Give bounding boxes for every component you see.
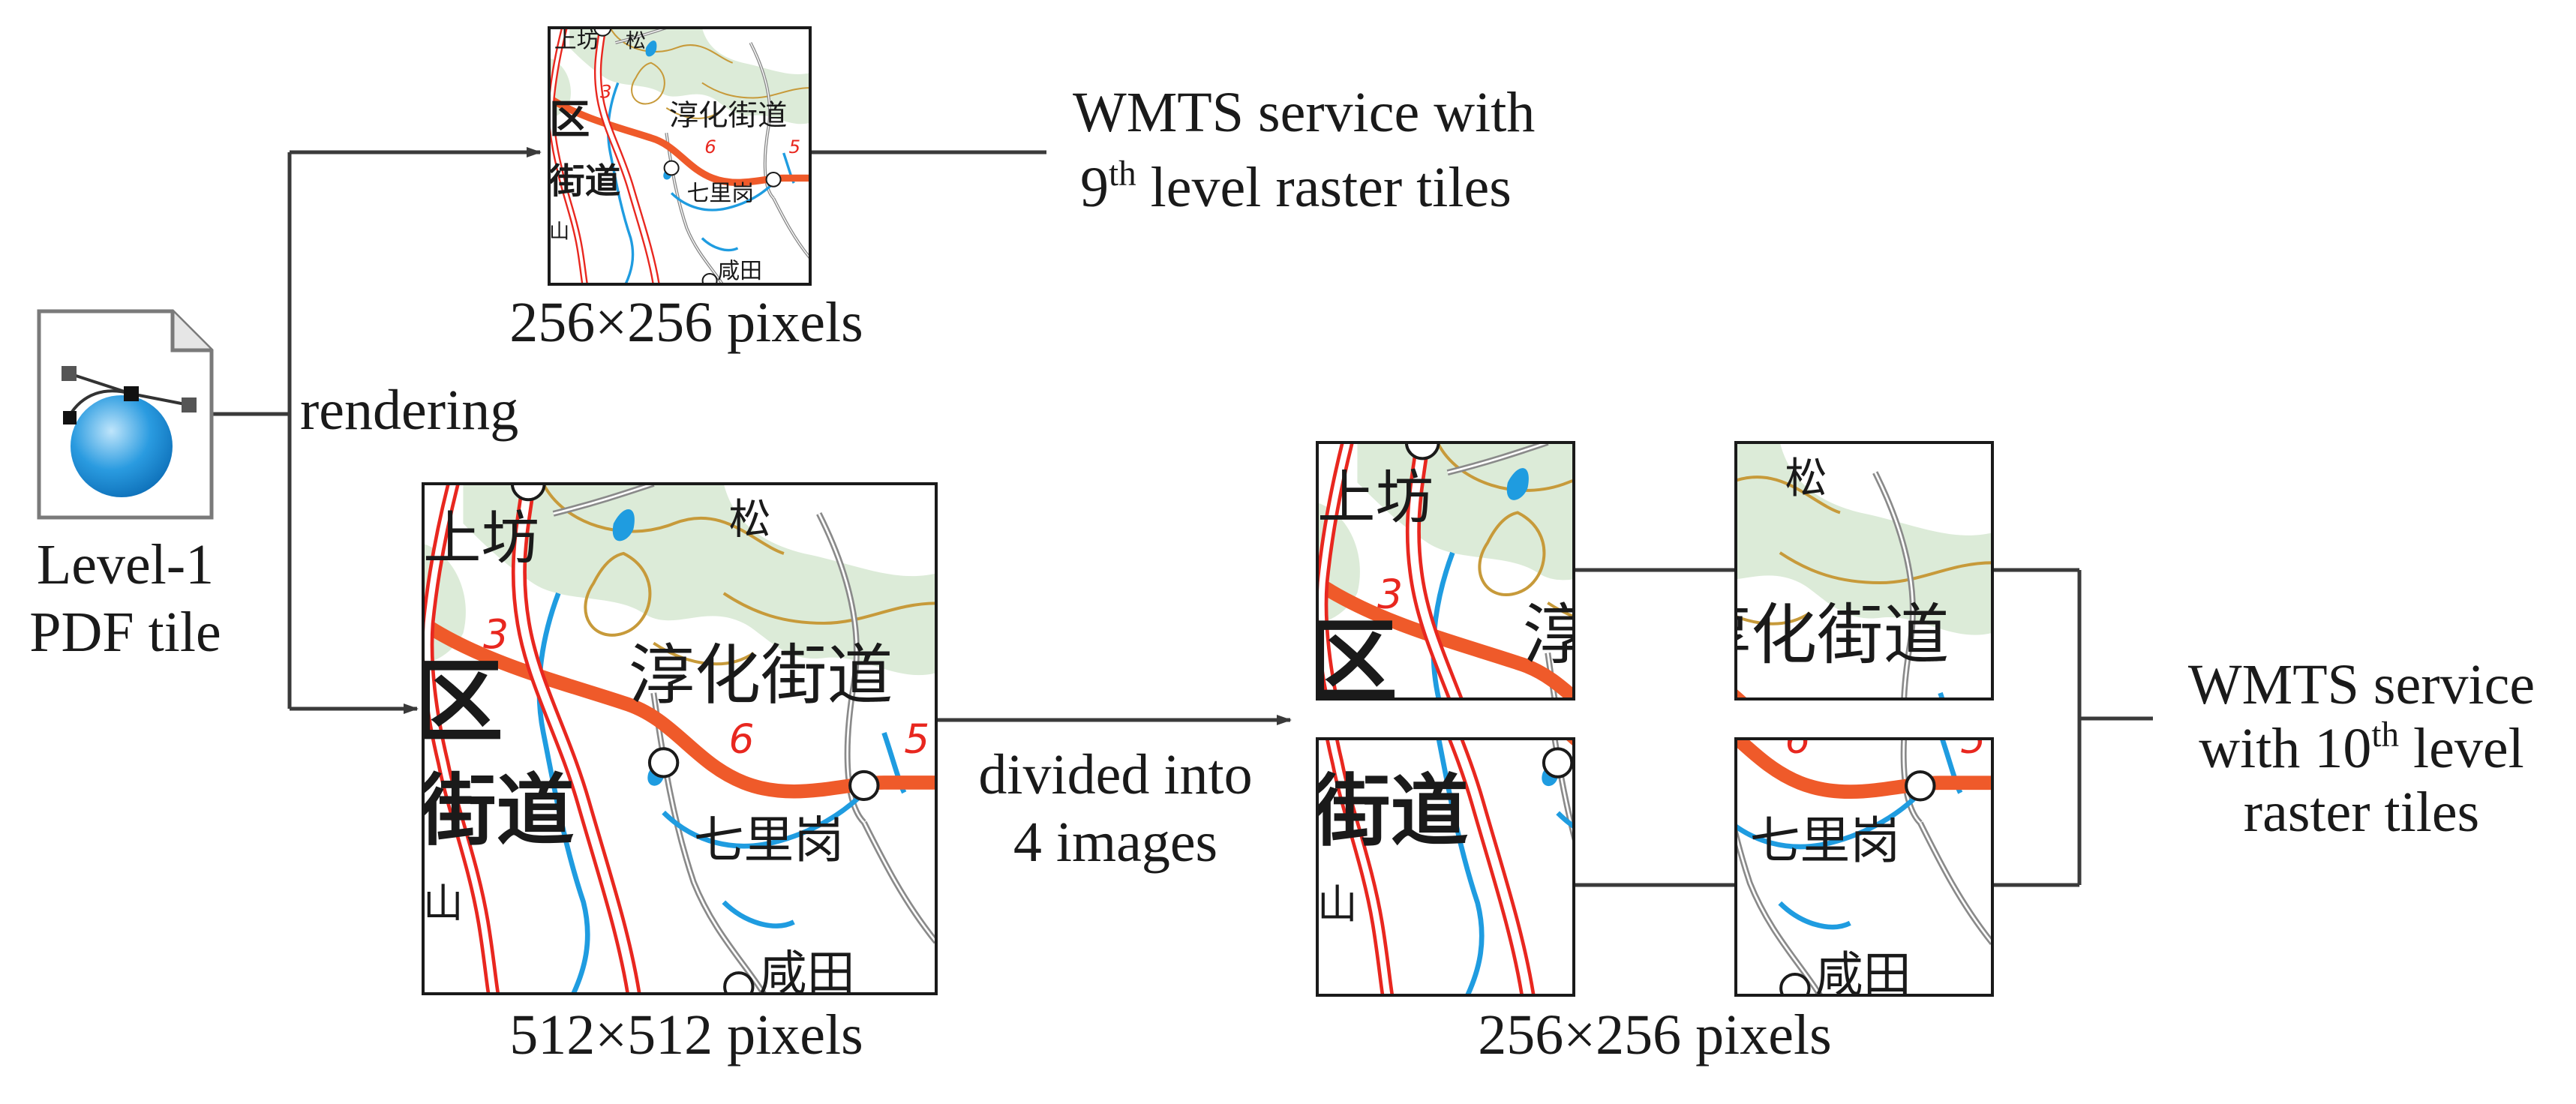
map-label-top-left: 上坊 xyxy=(554,27,599,53)
level10-service-line2: with 10th level xyxy=(2199,716,2523,780)
level9-size-label: 256×256 pixels xyxy=(509,291,863,354)
level10-source-size-label: 512×512 pixels xyxy=(509,1004,863,1066)
br-label-route-6: 6 xyxy=(1785,716,1810,763)
br-label-xiantian: 咸田 xyxy=(1815,947,1911,1004)
map-label-xiantian: 咸田 xyxy=(717,257,762,284)
br-label-qiligang: 七里岗 xyxy=(1750,812,1900,870)
source-label-route-5: 5 xyxy=(904,716,929,763)
source-label-street-left: 街道 xyxy=(417,766,574,856)
connectors xyxy=(212,147,2153,887)
source-label-xiantian: 咸田 xyxy=(759,946,855,1002)
level10-tile-top-left: 上坊 区 3 淳化街道 xyxy=(1308,441,1788,715)
level9-tile: 上坊 松 区 3 淳化街道 6 5 街道 七里岗 山 咸田 xyxy=(548,26,812,286)
level10-service-line2-prefix: with 10 xyxy=(2199,717,2371,780)
divided-label-line1: divided into xyxy=(978,743,1252,806)
level9-service-line2: 9th level raster tiles xyxy=(1080,154,1512,219)
level10-tile-bottom-right: 6 5 七里岗 咸田 xyxy=(1734,716,1994,1004)
tl-label-street: 淳化街道 xyxy=(1523,596,1788,674)
tr-label-pine: 松 xyxy=(1785,454,1827,503)
level9-service-line1: WMTS service with xyxy=(1073,81,1535,144)
level10-service-line2-sup: th xyxy=(2371,716,2399,754)
source-label-mountain: 山 xyxy=(423,880,463,927)
pdf-file-icon xyxy=(37,309,214,520)
source-label-district: 区 xyxy=(413,650,503,754)
bl-label-mountain: 山 xyxy=(1317,880,1357,928)
map-label-pine: 松 xyxy=(626,30,646,53)
tl-label-district: 区 xyxy=(1308,610,1398,715)
map-label-street: 淳化街道 xyxy=(669,100,788,134)
map-label-route-5: 5 xyxy=(788,136,800,158)
map-label-mountain: 山 xyxy=(549,220,569,244)
level10-service-line2-rest: level xyxy=(2399,717,2524,780)
source-label-route-3: 3 xyxy=(483,611,509,658)
tl-label-top-left: 上坊 xyxy=(1317,464,1434,532)
tl-label-route-3: 3 xyxy=(1377,570,1403,617)
pdf-tile-label-line2: PDF tile xyxy=(29,601,221,664)
level9-service-line2-sup: th xyxy=(1109,154,1136,194)
level10-tile-top-right: 松 淳化街道 xyxy=(1685,441,1994,700)
level10-service-line3: raster tiles xyxy=(2244,781,2479,844)
rendering-label: rendering xyxy=(300,379,518,442)
map-label-qiligang: 七里岗 xyxy=(687,180,755,206)
level10-tile-bottom-left: 区 街道 山 xyxy=(1308,650,1575,997)
map-label-street-left: 街道 xyxy=(548,161,620,202)
source-label-top-left: 上坊 xyxy=(423,506,539,573)
map-label-route-3: 3 xyxy=(600,81,612,103)
bl-label-street-left: 街道 xyxy=(1311,765,1468,856)
divided-label-line2: 4 images xyxy=(1013,811,1217,874)
source-label-pine: 松 xyxy=(728,496,770,544)
map-label-route-6: 6 xyxy=(704,136,716,158)
pdf-tile-label-line1: Level-1 xyxy=(37,533,214,596)
level9-service-line2-prefix: 9 xyxy=(1080,156,1109,219)
tr-label-street: 淳化街道 xyxy=(1685,596,1950,674)
level10-source-image: 上坊 松 区 3 淳化街道 6 5 街道 七里岗 山 咸田 xyxy=(413,482,938,1002)
source-label-route-6: 6 xyxy=(728,716,754,763)
br-label-route-5: 5 xyxy=(1960,716,1986,763)
map-label-district: 区 xyxy=(549,96,590,142)
level9-service-line2-rest: level raster tiles xyxy=(1136,156,1512,219)
bl-label-district: 区 xyxy=(1308,650,1398,754)
source-label-street: 淳化街道 xyxy=(629,637,893,714)
level10-service-line1: WMTS service xyxy=(2188,653,2535,716)
level10-tiles-size-label: 256×256 pixels xyxy=(1478,1004,1831,1066)
source-label-qiligang: 七里岗 xyxy=(694,811,844,869)
